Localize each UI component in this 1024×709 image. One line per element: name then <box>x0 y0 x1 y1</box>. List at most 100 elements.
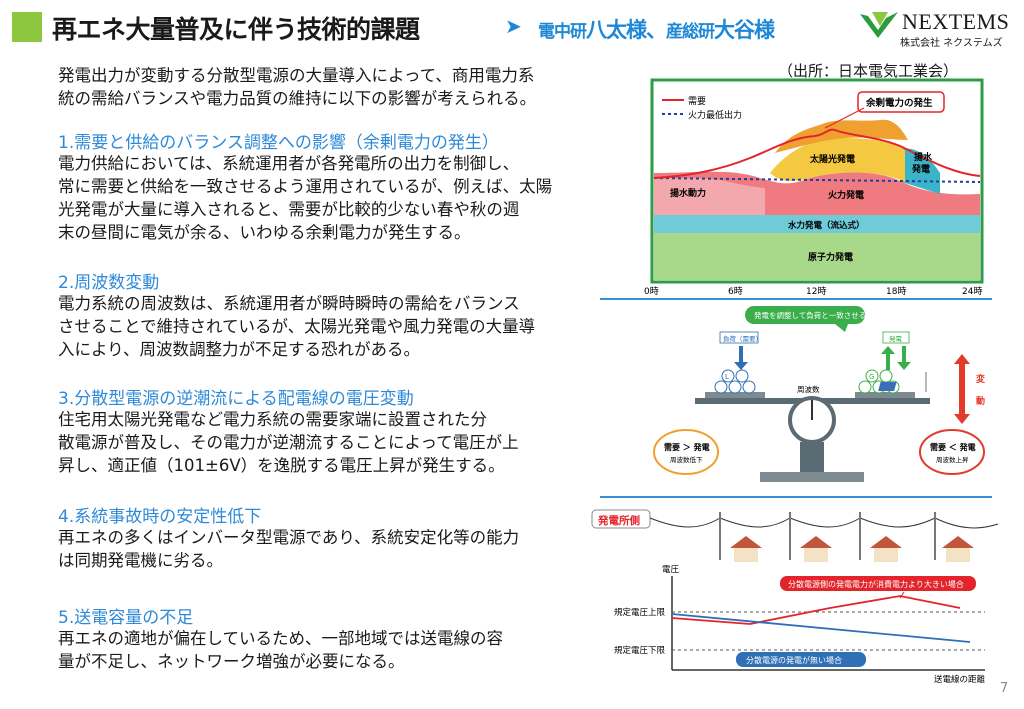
supply-demand-chart: 需要 火力最低出力 余剰電力の発生 太陽光発電 揚水 発電 揚水動力 火力発電 … <box>644 78 984 297</box>
gen-up-arrow-icon <box>881 346 895 370</box>
left-pan <box>705 392 765 398</box>
upper-limit-label: 規定電圧上限 <box>614 607 666 618</box>
load-arrow-icon <box>734 346 748 370</box>
load-ball-label: L <box>725 373 729 381</box>
load-balls: L <box>714 369 756 394</box>
intro-line: 統の需給バランスや電力品質の維持に以下の影響が考えられる。 <box>58 89 537 108</box>
solar-panel-icon <box>878 382 897 391</box>
solar-layer <box>770 138 905 182</box>
source-note: （出所：日本電気工業会） <box>778 62 959 80</box>
variation-char: 動 <box>976 395 985 407</box>
page-title: 再エネ大量普及に伴う技術的課題 <box>52 15 420 44</box>
body-line: 再エネの適地が偏在しているため、一部地域では送電線の容 <box>58 629 504 648</box>
demand-line <box>653 128 981 179</box>
section-heading-5: 5.送電容量の不足 <box>58 608 194 628</box>
time-tick: 12時 <box>806 286 826 297</box>
body-line: 散電源が普及し、その電力が逆潮流することによって電圧が上 <box>58 433 519 452</box>
scale-base <box>760 472 864 482</box>
logo-name: NEXTEMS <box>902 9 1010 34</box>
body-line: 常に需要と供給を一致させるよう運用されているが、例えば、太陽 <box>58 177 553 196</box>
load-label: 負荷（需要） <box>723 334 762 343</box>
house-icons <box>730 536 974 562</box>
page-number: 7 <box>1000 681 1009 696</box>
arrow-right-icon: ➤ <box>505 14 522 38</box>
right-badge <box>919 429 985 475</box>
speech-bubble <box>745 306 865 324</box>
right-badge-line: 需要 ＜ 発電 <box>930 442 976 452</box>
callout-pointer <box>824 107 865 129</box>
legend-thermal-min: 火力最低出力 <box>688 109 742 121</box>
scale-stand <box>800 442 824 472</box>
nuclear-layer <box>654 233 980 280</box>
divider-line <box>600 298 992 300</box>
voltage-rise-diagram: 発電所側 電圧 送電線の距離 規定電圧上限 規定電圧下限 分散電源側の発電電力が… <box>591 509 999 685</box>
high-gen-label-box <box>780 576 976 591</box>
body-line: 昇し、適正値（101±6V）を逸脱する電圧上昇が発生する。 <box>58 456 505 475</box>
title-credit: 電中研八太様、産総研大谷様 <box>538 14 775 44</box>
section-body-3: 住宅用太陽光発電など電力系統の需要家端に設置された分 散電源が普及し、その電力が… <box>58 408 519 477</box>
section-body-2: 電力系統の周波数は、系統運用者が瞬時瞬時の需給をバランス させることで維持されて… <box>58 292 535 361</box>
speech-text: 発電を調整して負荷と一致させる <box>754 310 866 320</box>
gen-ball-label: G <box>869 373 874 381</box>
frequency-balance-diagram: 発電を調整して負荷と一致させる 負荷（需要） 発電 変 動 L G 周波数 需要… <box>653 306 985 482</box>
section-heading-3: 3.分散型電源の逆潮流による配電線の電圧変動 <box>58 389 414 409</box>
section-heading-4: 4.系統事故時の安定性低下 <box>58 507 262 527</box>
gen-label: 発電 <box>889 334 903 343</box>
body-line: 量が不足し、ネットワーク増強が必要になる。 <box>58 652 405 671</box>
time-tick: 24時 <box>962 286 982 297</box>
thermal-min-line <box>653 177 981 183</box>
plant-label: 発電所側 <box>597 514 640 527</box>
load-label-box <box>719 331 759 344</box>
solar-label: 太陽光発電 <box>809 153 855 165</box>
section-body-4: 再エネの多くはインバータ型電源であり、系統安定化等の能力 は同期発電機に劣る。 <box>58 526 519 572</box>
hydro-layer <box>654 215 980 233</box>
section-heading-1: 1.需要と供給のバランス調整への影響（余剰電力の発生） <box>58 133 499 153</box>
variation-arrow-icon <box>954 354 970 424</box>
right-badge-line: 周波数上昇 <box>936 455 969 464</box>
credit-name-2: 大谷様 <box>714 18 775 42</box>
speech-tail <box>835 324 848 332</box>
intro-text: 発電出力が変動する分散型電源の大量導入によって、商用電力系 統の需給バランスや電… <box>58 64 536 110</box>
left-badge-line: 需要 ＞ 発電 <box>664 442 710 452</box>
body-line: 電力系統の周波数は、系統運用者が瞬時瞬時の需給をバランス <box>58 294 520 313</box>
lower-limit-label: 規定電圧下限 <box>614 645 666 656</box>
pump-power-area <box>654 178 765 215</box>
y-axis-label: 電圧 <box>662 565 680 575</box>
left-badge-line: 周波数低下 <box>670 455 703 464</box>
divider-line <box>600 496 992 498</box>
time-tick: 6時 <box>728 286 743 297</box>
left-badge <box>653 429 719 475</box>
body-line: 再エネの多くはインバータ型電源であり、系統安定化等の能力 <box>58 528 520 547</box>
time-tick: 0時 <box>644 286 659 297</box>
surplus-callout-box <box>857 91 945 113</box>
credit-name-1: 八太様、 <box>586 18 667 42</box>
legend-demand: 需要 <box>688 96 706 107</box>
pump-gen-label-line: 発電 <box>911 163 930 175</box>
body-line: 住宅用太陽光発電など電力系統の需要家端に設置された分 <box>58 410 487 429</box>
gen-label-box <box>882 331 910 344</box>
no-gen-label: 分散電源の発電が無い場合 <box>746 655 842 665</box>
x-axis-label: 送電線の距離 <box>934 674 986 685</box>
gen-down-arrow-icon <box>897 346 911 370</box>
no-gen-label-box <box>736 652 866 667</box>
body-line: 入により、周波数調整力が不足する恐れがある。 <box>58 340 421 359</box>
hydro-label: 水力発電（流込式） <box>787 220 865 231</box>
thermal-label: 火力発電 <box>828 189 864 201</box>
high-gen-label: 分散電源側の発電電力が消費電力より大きい場合 <box>788 579 964 589</box>
no-gen-voltage-curve <box>671 613 971 643</box>
nuclear-label: 原子力発電 <box>808 251 853 263</box>
body-line: させることで維持されているが、太陽光発電や風力発電の大量導 <box>58 317 536 336</box>
surplus-area <box>775 119 908 153</box>
logo-subtitle: 株式会社 ネクステムズ <box>900 38 1003 49</box>
frequency-label: 周波数 <box>797 384 820 394</box>
pump-gen-label-line: 揚水 <box>914 151 933 163</box>
section-heading-2: 2.周波数変動 <box>58 273 160 293</box>
right-pan <box>855 392 915 398</box>
plant-label-box <box>591 509 651 529</box>
high-gen-pointer <box>899 591 905 599</box>
body-line: は同期発電機に劣る。 <box>58 551 223 570</box>
variation-char: 変 <box>976 373 985 385</box>
credit-org-1: 電中研 <box>538 22 587 42</box>
body-line: 光発電が大量に導入されると、需要が比較的少ない春や秋の週 <box>58 200 520 219</box>
nextems-logo-icon <box>860 12 898 38</box>
